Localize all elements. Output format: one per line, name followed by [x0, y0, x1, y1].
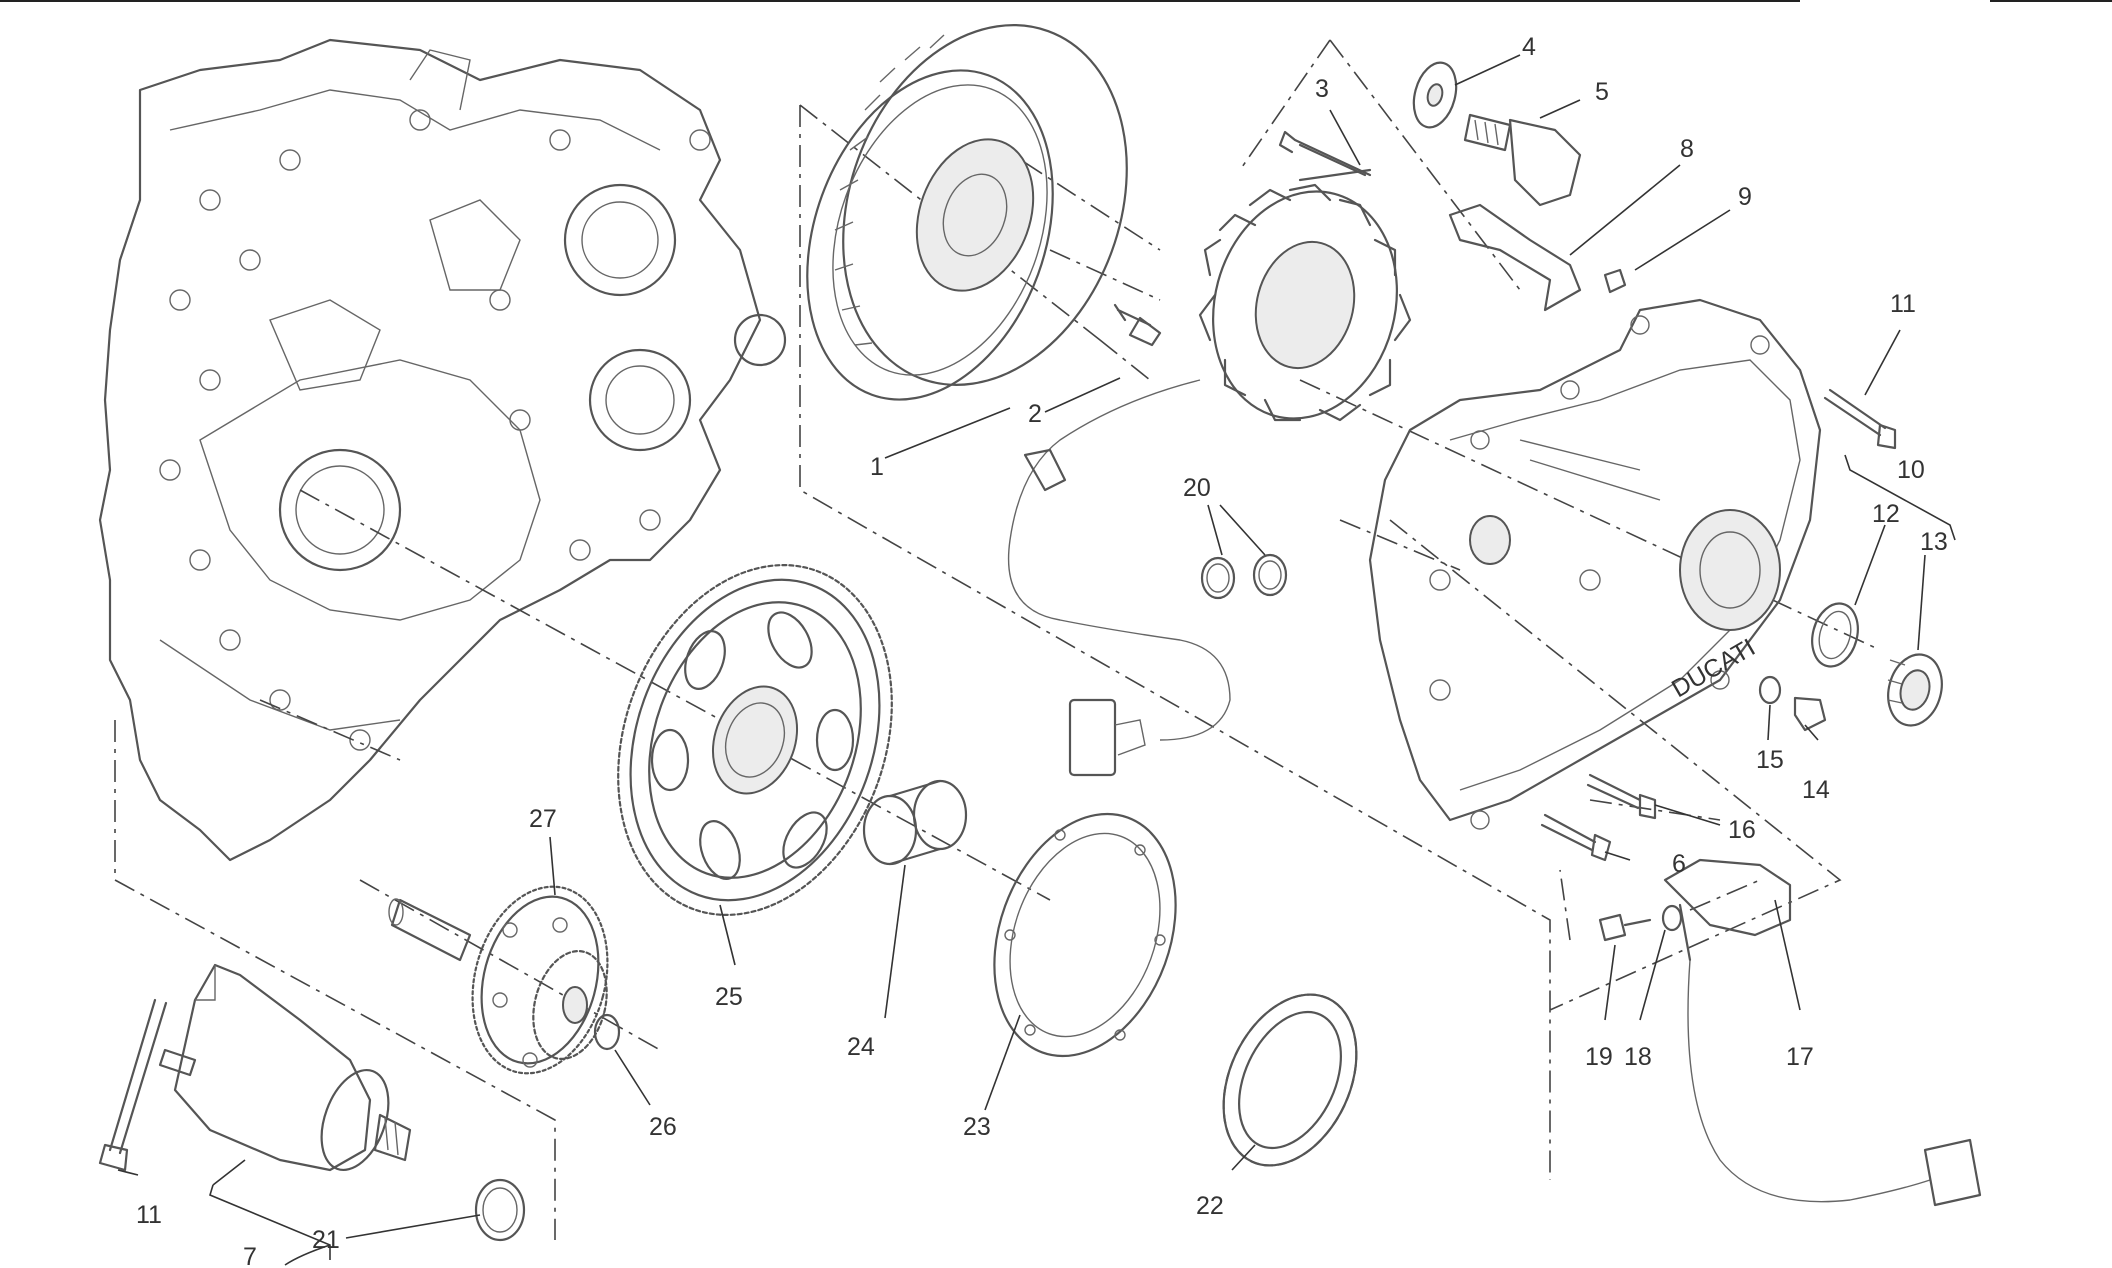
- callout-1: 1: [870, 453, 884, 481]
- idler-gear: [471, 885, 609, 1075]
- drain-plug: [1793, 696, 1827, 732]
- callout-18: 18: [1624, 1043, 1652, 1071]
- stator: [1007, 183, 1412, 777]
- sensor-washer: [1661, 904, 1683, 932]
- dowel-pin: [1603, 268, 1627, 294]
- starter-o-ring: [474, 1178, 526, 1242]
- cover-gasket: [993, 812, 1177, 1058]
- cover-bolt-16: [1586, 773, 1657, 820]
- axis-lines: [259, 139, 1881, 1051]
- flywheel-rotor: [806, 24, 1128, 401]
- callout-12: 12: [1872, 500, 1900, 528]
- callout-4: 4: [1522, 33, 1536, 61]
- seal-ring: [1811, 602, 1859, 668]
- callout-10: 10: [1897, 456, 1925, 484]
- idler-shaft: [388, 898, 472, 962]
- filler-plug: [1887, 653, 1943, 727]
- callout-8: 8: [1680, 135, 1694, 163]
- pivot-bolt: [1463, 113, 1582, 207]
- freewheel-clutch: [1222, 993, 1358, 1167]
- callout-13: 13: [1920, 528, 1948, 556]
- callout-2: 2: [1028, 400, 1042, 428]
- boundary-lower: [114, 720, 556, 1240]
- callout-25: 25: [715, 983, 743, 1011]
- callout-14: 14: [1802, 776, 1830, 804]
- callout-9: 9: [1738, 183, 1752, 211]
- starter-motor: [158, 963, 412, 1172]
- starter-driven-gear: [617, 564, 893, 916]
- sensor-bolt: [1598, 913, 1652, 942]
- callout-17: 17: [1786, 1043, 1814, 1071]
- callout-15: 15: [1756, 746, 1784, 774]
- callout-26: 26: [649, 1113, 677, 1141]
- cover-bolt-right: [1823, 388, 1897, 450]
- flywheel-bolt: [1113, 303, 1162, 347]
- callout-22: 22: [1196, 1192, 1224, 1220]
- leader-lines: [117, 54, 1956, 1266]
- callout-5: 5: [1595, 78, 1609, 106]
- pickup-sensor: [1663, 858, 1982, 1207]
- callout-20: 20: [1183, 474, 1211, 502]
- callout-6: 6: [1672, 850, 1686, 878]
- sealing-washer: [1758, 675, 1782, 705]
- bushing: [862, 779, 968, 866]
- washer: [1412, 61, 1458, 129]
- cover-bolt-6: [1540, 813, 1612, 862]
- cable-clip: [1448, 203, 1582, 312]
- callout-7: 7: [243, 1243, 257, 1268]
- callout-27: 27: [529, 805, 557, 833]
- o-rings: [1200, 553, 1288, 600]
- idler-washer: [593, 1013, 621, 1051]
- callout-16: 16: [1728, 816, 1756, 844]
- crankcase-housing: [98, 38, 787, 862]
- callout-11-left: 11: [136, 1201, 162, 1229]
- callout-3: 3: [1315, 75, 1329, 103]
- callout-23: 23: [963, 1113, 991, 1141]
- cover-logo: DUCATI: [1667, 633, 1760, 703]
- callout-21: 21: [312, 1226, 340, 1254]
- callout-19: 19: [1585, 1043, 1613, 1071]
- callout-24: 24: [847, 1033, 875, 1061]
- callout-11-right: 11: [1890, 290, 1916, 318]
- generator-cover: DUCATI: [1368, 298, 1822, 830]
- starter-bolt: [98, 998, 168, 1172]
- stator-screw: [1278, 130, 1372, 182]
